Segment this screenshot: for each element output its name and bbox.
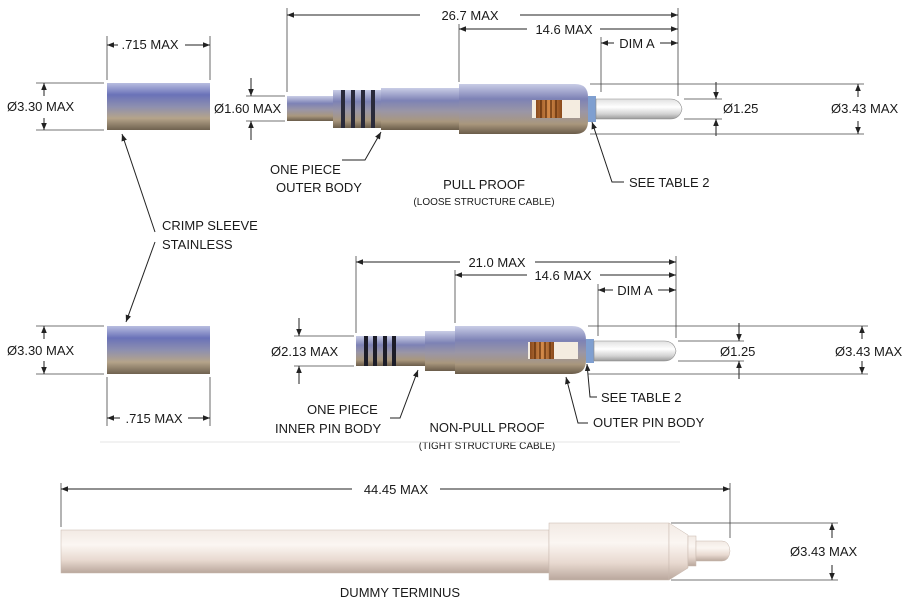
non-pull-proof-overall-length: 21.0 MAX bbox=[468, 255, 525, 270]
non-pull-proof-title: NON-PULL PROOF bbox=[429, 420, 544, 435]
pull-proof-front-body bbox=[459, 84, 588, 134]
non-pull-proof-subtitle: (TIGHT STRUCTURE CABLE) bbox=[419, 441, 556, 452]
pull-proof-body-label-1: ONE PIECE bbox=[270, 162, 341, 177]
non-pull-proof-terminus bbox=[356, 326, 677, 374]
non-pull-proof-ferrule-ring bbox=[586, 339, 594, 363]
non-pull-proof-inner-label-1: ONE PIECE bbox=[307, 402, 378, 417]
pull-proof-pin bbox=[595, 98, 683, 120]
non-pull-proof-callouts: ONE PIECE INNER PIN BODY SEE TABLE 2 OUT… bbox=[275, 363, 705, 452]
crimp-sleeve-top: .715 MAX Ø3.30 MAX bbox=[7, 36, 211, 131]
pull-proof-mid-length: 14.6 MAX bbox=[535, 22, 592, 37]
non-pull-proof-pin bbox=[593, 340, 677, 362]
non-pull-proof-outer-pin-body bbox=[455, 326, 586, 374]
dummy-terminus-tip bbox=[695, 540, 731, 562]
crimp-bottom-diameter-label: Ø3.30 MAX bbox=[7, 343, 75, 358]
pull-proof-dimensions: 26.7 MAX 14.6 MAX DIM A Ø1.60 MAX Ø1.25 … bbox=[214, 8, 899, 140]
non-pull-proof-spring bbox=[530, 342, 554, 359]
non-pull-proof-see-table: SEE TABLE 2 bbox=[601, 390, 681, 405]
dummy-title: DUMMY TERMINUS bbox=[340, 585, 460, 600]
crimp-sleeve-label-1: CRIMP SLEEVE bbox=[162, 218, 258, 233]
pull-proof-ferrule-ring bbox=[588, 96, 596, 122]
dummy-body-diameter: Ø3.43 MAX bbox=[790, 544, 858, 559]
non-pull-proof-outer-label: OUTER PIN BODY bbox=[593, 415, 705, 430]
crimp-bottom-length-label: .715 MAX bbox=[125, 411, 182, 426]
pull-proof-callouts: ONE PIECE OUTER BODY SEE TABLE 2 PULL PR… bbox=[270, 121, 709, 208]
pull-proof-pin-diameter: Ø1.25 bbox=[723, 101, 758, 116]
crimp-sleeve-top-body bbox=[107, 83, 210, 130]
pull-proof-title: PULL PROOF bbox=[443, 177, 525, 192]
pull-proof-overall-length: 26.7 MAX bbox=[441, 8, 498, 23]
dummy-overall-length: 44.45 MAX bbox=[364, 482, 429, 497]
non-pull-proof-inner-label-2: INNER PIN BODY bbox=[275, 421, 382, 436]
pull-proof-tail-diameter: Ø1.60 MAX bbox=[214, 101, 282, 116]
pull-proof-terminus bbox=[287, 84, 683, 134]
dummy-terminus-body bbox=[548, 522, 670, 581]
pull-proof-spring bbox=[536, 100, 562, 118]
pull-proof-see-table: SEE TABLE 2 bbox=[629, 175, 709, 190]
pull-proof-body-diameter: Ø3.43 MAX bbox=[831, 101, 899, 116]
non-pull-proof-tail-diameter: Ø2.13 MAX bbox=[271, 344, 339, 359]
pull-proof-body-label-2: OUTER BODY bbox=[276, 180, 362, 195]
pull-proof-outer-body bbox=[381, 88, 459, 130]
crimp-top-length-label: .715 MAX bbox=[121, 37, 178, 52]
pull-proof-dim-a: DIM A bbox=[619, 36, 655, 51]
non-pull-proof-dim-a: DIM A bbox=[617, 283, 653, 298]
crimp-sleeve-callout: CRIMP SLEEVE STAINLESS bbox=[121, 133, 258, 323]
crimp-top-diameter-label: Ø3.30 MAX bbox=[7, 99, 75, 114]
non-pull-proof-dimensions: 21.0 MAX 14.6 MAX DIM A Ø2.13 MAX Ø1.25 … bbox=[271, 255, 903, 384]
pull-proof-subtitle: (LOOSE STRUCTURE CABLE) bbox=[413, 197, 554, 208]
non-pull-proof-mid-length: 14.6 MAX bbox=[534, 268, 591, 283]
crimp-sleeve-label-2: STAINLESS bbox=[162, 237, 233, 252]
dummy-terminus-shaft bbox=[60, 529, 550, 574]
pull-proof-tail bbox=[287, 96, 333, 121]
crimp-sleeve-bottom: .715 MAX Ø3.30 MAX bbox=[7, 325, 211, 426]
non-pull-proof-body-diameter: Ø3.43 MAX bbox=[835, 344, 903, 359]
non-pull-proof-pin-diameter: Ø1.25 bbox=[720, 344, 755, 359]
dummy-terminus-dimensions: 44.45 MAX Ø3.43 MAX DUMMY TERMINUS bbox=[60, 482, 858, 600]
dummy-terminus bbox=[60, 522, 731, 581]
crimp-sleeve-bottom-body bbox=[107, 326, 210, 374]
